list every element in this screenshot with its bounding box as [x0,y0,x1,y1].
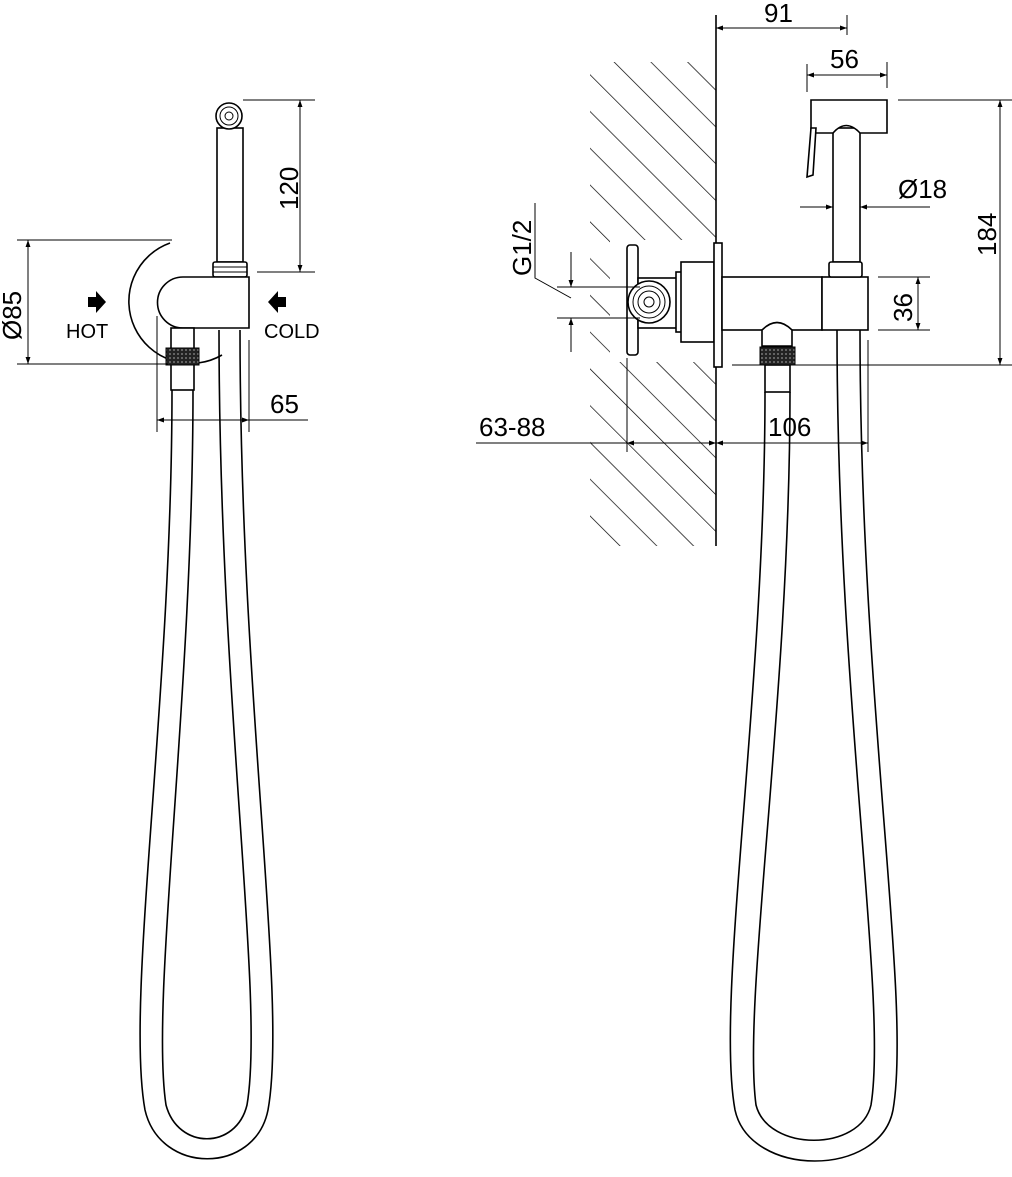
spray-pipe [832,127,861,263]
cold-arrow-icon [268,291,286,313]
collar [212,261,248,278]
hot-arrow-icon [88,291,106,313]
hot-label: HOT [66,321,108,343]
dim-91: 91 [764,0,793,28]
dim-g12: G1/2 [507,220,537,276]
hose-left [139,329,274,1160]
dim-65: 65 [270,389,299,419]
dim-106: 106 [768,412,811,442]
dim-85: Ø85 [0,291,27,340]
spray-head [810,99,888,134]
body [721,276,823,331]
hose-right-inner [752,329,876,1142]
collar [828,261,863,278]
hose-left-inner [161,329,252,1140]
dim-18: Ø18 [898,174,947,204]
body-block [821,276,869,331]
dim-36: 36 [888,293,918,322]
knurled-nut [759,346,796,366]
valve-body [156,276,250,329]
thread-nut [627,280,671,324]
dim-184: 184 [972,213,1002,256]
trigger-lever [806,127,817,179]
cold-label: COLD [264,321,320,343]
dim-63-88: 63-88 [479,412,546,442]
flange [713,242,723,368]
spray-pipe [216,127,244,263]
hose-right [729,329,898,1162]
outlet-tube [764,364,791,393]
side-view: 91 56 Ø18 184 36 G1/2 63-88 106 [476,0,1012,1162]
outlet-hump [761,321,793,347]
front-view: HOT COLD 120 Ø85 65 [0,99,320,1160]
knurled-nut [165,347,200,366]
dim-56: 56 [830,44,859,74]
valve-housing [680,261,715,343]
dim-120: 120 [274,167,304,210]
